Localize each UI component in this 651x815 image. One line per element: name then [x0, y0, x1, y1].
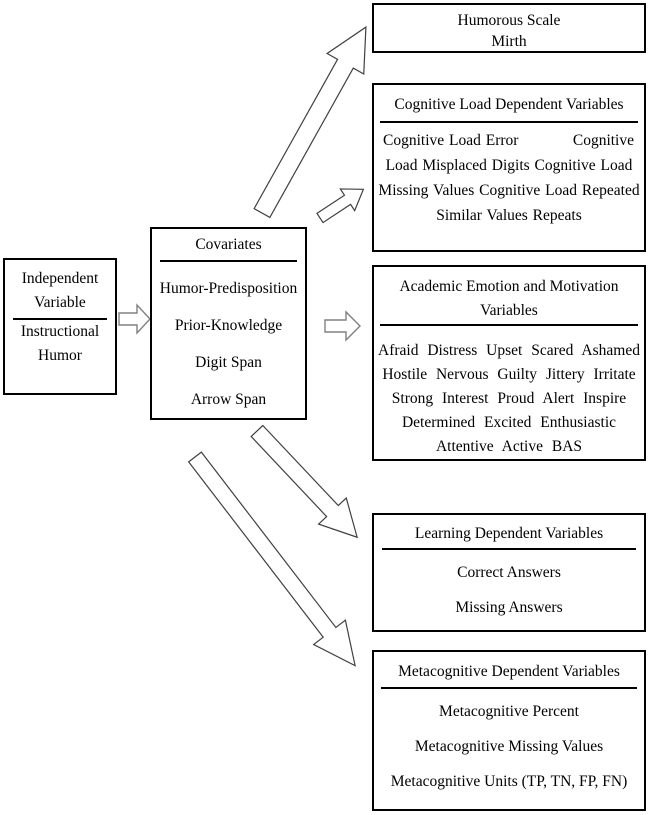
academic-box-divider — [380, 324, 638, 326]
independent-variable-box: Independent Variable Instructional Humor — [3, 258, 117, 395]
learning-box-divider — [382, 548, 636, 550]
humorous-box-line1: Humorous Scale — [457, 12, 561, 29]
academic-box-body-line3: Strong Interest Proud Alert Inspire — [391, 390, 627, 407]
arrow-covariates-to-cognitive-icon — [316, 188, 365, 224]
metacognitive-box-divider — [381, 687, 637, 689]
learning-box-title: Learning Dependent Variables — [414, 525, 604, 542]
academic-box-title-line1: Academic Emotion and Motivation — [399, 278, 619, 295]
metacognitive-box-line3: Metacognitive Units (TP, TN, FP, FN) — [390, 773, 628, 790]
academic-box-body-line2: Hostile Nervous Guilty Jittery Irritate — [382, 366, 636, 383]
arrow-covariates-to-humorous-icon — [253, 25, 367, 219]
covariates-item-prior-knowledge: Prior-Knowledge — [174, 317, 283, 334]
cognitive-box-body-line3: Missing Values Cognitive Load Repeated — [378, 182, 640, 199]
covariates-item-humor-predisposition: Humor-Predisposition — [159, 280, 298, 297]
covariates-item-digit-span: Digit Span — [195, 354, 262, 371]
cognitive-load-box: Cognitive Load Dependent Variables Cogni… — [372, 83, 646, 252]
metacognitive-dependent-variables-box: Metacognitive Dependent Variables Metaco… — [372, 650, 646, 811]
arrow-covariates-to-learning-icon — [250, 424, 359, 539]
independent-box-title-line1: Independent — [21, 270, 99, 287]
cognitive-box-body-line4: Similar Values Repeats — [436, 207, 582, 224]
academic-box-body-line4: Determined Excited Enthusiastic — [401, 414, 617, 431]
academic-box-body-line5: Attentive Active BAS — [435, 438, 583, 455]
cognitive-box-divider — [380, 121, 638, 123]
academic-box-title-line2: Variables — [480, 302, 538, 319]
cognitive-box-body-line1: Cognitive Load Error Cognitive — [374, 128, 644, 153]
cognitive-box-body-line1-right: Cognitive — [572, 132, 634, 149]
covariates-item-arrow-span: Arrow Span — [190, 391, 267, 408]
metacognitive-box-line2: Metacognitive Missing Values — [414, 738, 604, 755]
independent-box-divider — [13, 318, 107, 320]
cognitive-box-title: Cognitive Load Dependent Variables — [394, 96, 624, 113]
arrow-independent-to-covariates-icon — [118, 303, 151, 335]
academic-emotion-box: Academic Emotion and Motivation Variable… — [372, 265, 646, 461]
learning-box-line1: Correct Answers — [457, 564, 561, 581]
humorous-scale-box: Humorous Scale Mirth — [372, 3, 646, 53]
metacognitive-box-line1: Metacognitive Percent — [439, 703, 579, 720]
covariates-box-title: Covariates — [195, 236, 262, 253]
learning-dependent-variables-box: Learning Dependent Variables Correct Ans… — [372, 513, 646, 632]
cognitive-box-body-line2: Load Misplaced Digits Cognitive Load — [385, 157, 633, 174]
independent-box-body-line1: Instructional — [20, 323, 100, 340]
academic-box-body-line1: Afraid Distress Upset Scared Ashamed — [378, 342, 640, 359]
covariates-box-divider — [160, 260, 297, 262]
learning-box-line2: Missing Answers — [455, 599, 563, 616]
metacognitive-box-title: Metacognitive Dependent Variables — [398, 663, 620, 680]
covariates-box: Covariates Humor-Predisposition Prior-Kn… — [150, 227, 307, 420]
cognitive-box-body-line1-left: Cognitive Load Error — [383, 132, 519, 149]
independent-box-body-line2: Humor — [38, 347, 82, 364]
arrow-covariates-to-academic-icon — [324, 310, 361, 342]
humorous-box-line2: Mirth — [491, 33, 527, 50]
independent-box-title-line2: Variable — [34, 294, 86, 311]
arrow-covariates-to-metacognitive-icon — [187, 451, 356, 667]
